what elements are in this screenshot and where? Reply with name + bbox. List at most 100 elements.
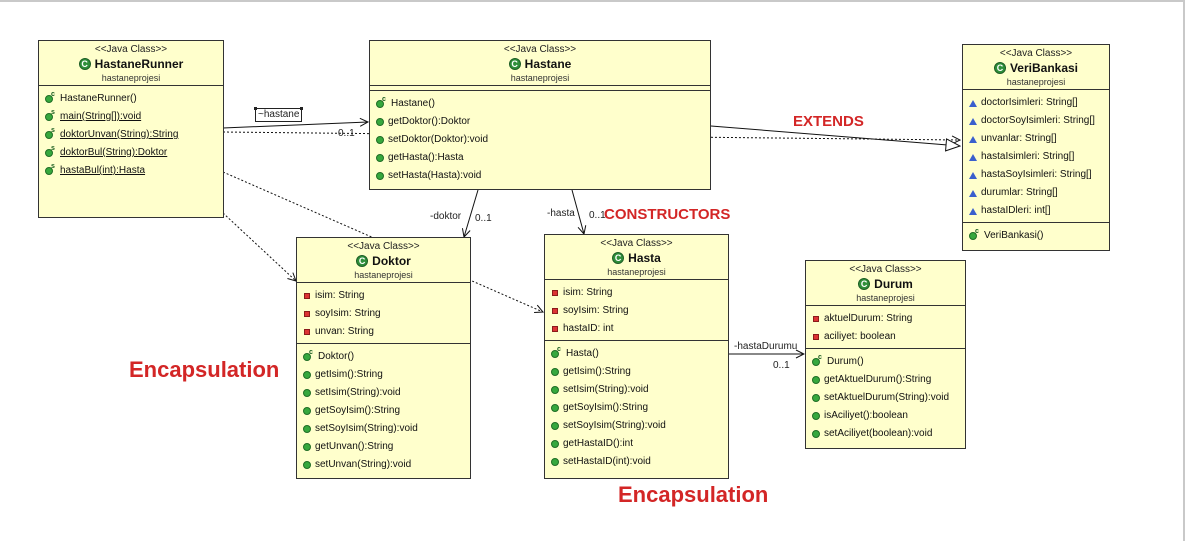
method-row[interactable]: setAciliyet(boolean):void [812,425,965,443]
field-row[interactable]: doctorSoyIsimleri: String[] [969,112,1109,130]
method-row[interactable]: setUnvan(String):void [303,456,470,474]
package-field-icon [969,207,977,215]
field-row[interactable]: hastaSoyIsimleri: String[] [969,166,1109,184]
field-row[interactable]: unvanlar: String[] [969,130,1109,148]
public-method-icon [812,358,820,366]
method-row[interactable]: setHastaID(int):void [551,453,728,471]
edge-hastane-extends-verib [710,125,960,146]
edge-hastane-doktor [464,189,479,237]
class-name: Hastane [524,57,572,71]
public-method-icon [812,430,820,438]
method-row[interactable]: setAktuelDurum(String):void [812,389,965,407]
public-method-icon [376,100,384,108]
method-row[interactable]: setSoyIsim(String):void [303,420,470,438]
public-method-icon [812,376,820,384]
package-label: hastaneprojesi [1006,77,1066,87]
package-field-icon [969,153,977,161]
class-icon: C [356,255,369,267]
stereotype-label: <<Java Class>> [503,44,577,55]
field-row[interactable]: aciliyet: boolean [812,328,965,346]
field-row[interactable]: hastaIsimleri: String[] [969,148,1109,166]
public-method-icon [45,167,53,175]
field-row[interactable]: hastaIDleri: int[] [969,202,1109,220]
fields-section: isim: String soyIsim: String unvan: Stri… [297,283,470,344]
method-row[interactable]: setDoktor(Doktor):void [376,131,710,149]
field-row[interactable]: doctorIsimleri: String[] [969,94,1109,112]
constructor-marker: c [309,349,313,356]
method-row[interactable]: getUnvan():String [303,438,470,456]
public-method-icon [303,461,311,469]
public-method-icon [376,172,384,180]
package-field-icon [969,117,977,125]
field-row[interactable]: aktuelDurum: String [812,310,965,328]
method-row[interactable]: getIsim():String [303,366,470,384]
field-row[interactable]: isim: String [303,287,470,305]
public-method-icon [45,95,53,103]
private-field-icon [813,334,819,340]
method-row[interactable]: getSoyIsim():String [551,399,728,417]
static-marker: s [51,145,55,152]
fields-section: aktuelDurum: String aciliyet: boolean [806,306,965,349]
method-row[interactable]: setIsim(String):void [551,381,728,399]
class-name: Durum [874,277,913,291]
class-icon: C [612,252,625,264]
package-field-icon [969,189,977,197]
annotation-encapsulation-left: Encapsulation [129,357,280,382]
package-label: hastaneprojesi [101,73,161,83]
method-row[interactable]: getHasta():Hasta [376,149,710,167]
method-row[interactable]: setIsim(String):void [303,384,470,402]
field-row[interactable]: hastaID: int [551,320,728,338]
edge-mult-hastane: 0..1 [338,128,355,139]
private-field-icon [813,316,819,322]
static-marker: s [51,109,55,116]
method-row[interactable]: getDoktor():Doktor [376,113,710,131]
constructor-marker: c [818,354,822,361]
edge-role-hastane: ~hastane [253,107,304,122]
constructor-marker: c [557,346,561,353]
public-method-icon [376,154,384,162]
public-method-icon [969,232,977,240]
field-row[interactable]: unvan: String [303,323,470,341]
public-method-icon [551,404,559,412]
method-row[interactable]: getIsim():String [551,363,728,381]
method-row[interactable]: setHasta(Hasta):void [376,167,710,185]
field-row[interactable]: soyIsim: String [303,305,470,323]
constructor-marker: c [382,96,386,103]
annotation-constructors: CONSTRUCTORS [604,206,731,223]
field-row[interactable]: durumlar: String[] [969,184,1109,202]
private-field-icon [552,290,558,296]
public-method-icon [45,131,53,139]
field-row[interactable]: isim: String [551,284,728,302]
method-row[interactable]: getSoyIsim():String [303,402,470,420]
field-row[interactable]: soyIsim: String [551,302,728,320]
method-row[interactable]: isAciliyet():boolean [812,407,965,425]
method-row[interactable]: setSoyIsim(String):void [551,417,728,435]
edge-role-hastadurumu: -hastaDurumu [734,341,798,352]
public-method-icon [303,407,311,415]
private-field-icon [304,311,310,317]
method-row[interactable]: getAktuelDurum():String [812,371,965,389]
method-row[interactable]: getHastaID():int [551,435,728,453]
